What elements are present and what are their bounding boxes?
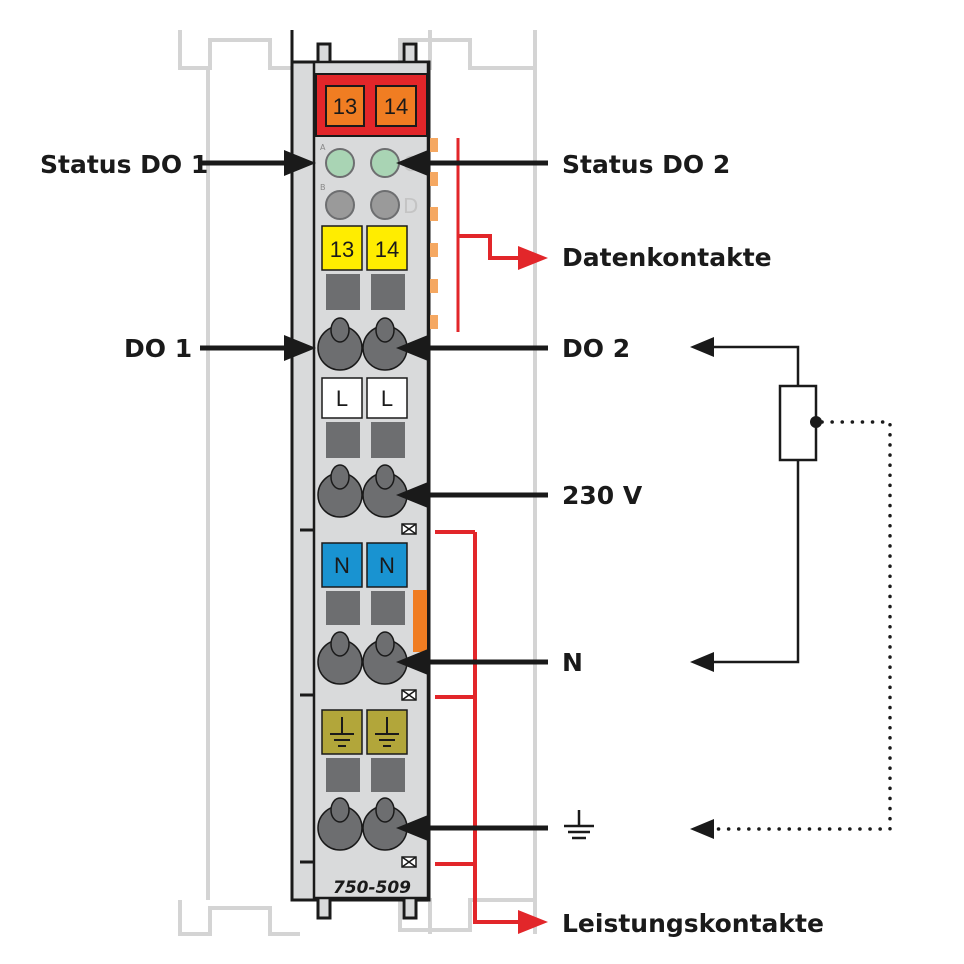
release-slot	[326, 422, 360, 458]
ground-icon	[564, 810, 594, 840]
label-status-do2: Status DO 2	[562, 150, 730, 179]
clamp-n2	[362, 631, 408, 685]
n-key-1	[321, 542, 363, 588]
label-status-do1: Status DO 1	[40, 150, 208, 179]
power-contact-blades	[401, 523, 417, 868]
load-circuit	[690, 337, 892, 839]
function-key-14	[366, 225, 408, 271]
clamp-n1	[317, 631, 363, 685]
terminal-module: 13 14 A B C D 13 14 L L	[290, 30, 431, 920]
n-key-1-label: N	[334, 553, 350, 578]
clamp-pe2	[362, 797, 408, 851]
release-slot	[371, 758, 405, 792]
clamp-do1	[317, 317, 363, 371]
clamp-pe1	[317, 797, 363, 851]
release-slot	[326, 591, 360, 625]
top-key-13	[325, 85, 365, 127]
clamp-l2	[362, 464, 408, 518]
status-led-do2	[370, 148, 400, 178]
release-slot	[371, 591, 405, 625]
l-key-2	[366, 377, 408, 419]
release-slot	[326, 274, 360, 310]
data-contacts	[430, 138, 438, 329]
model-number: 750-509	[333, 878, 411, 898]
function-key-13	[321, 225, 363, 271]
n-key-2-label: N	[379, 553, 395, 578]
l-key-1	[321, 377, 363, 419]
clamp-l1	[317, 464, 363, 518]
release-slot	[371, 422, 405, 458]
n-key-2	[366, 542, 408, 588]
orange-contact-strip	[413, 590, 427, 652]
label-leistungskontakte: Leistungskontakte	[562, 909, 824, 938]
led-d-letter: D	[403, 194, 418, 218]
led-b1	[325, 190, 355, 220]
clamp-do2	[362, 317, 408, 371]
label-do1: DO 1	[124, 334, 192, 363]
top-key-13-label: 13	[333, 94, 357, 119]
function-key-13-label: 13	[330, 237, 354, 262]
ground-icon	[330, 717, 354, 747]
label-n: N	[562, 648, 583, 677]
function-key-14-label: 14	[375, 237, 399, 262]
led-row-a-letter: A	[320, 143, 326, 152]
data-contacts-arrow	[458, 234, 520, 260]
power-contacts-bracket	[435, 530, 520, 924]
label-do2: DO 2	[562, 334, 630, 363]
label-datenkontakte: Datenkontakte	[562, 243, 772, 272]
pointer-arrows	[200, 150, 548, 841]
ground-icon	[375, 717, 399, 747]
led-row-b-letter: B	[320, 183, 326, 192]
label-230v: 230 V	[562, 481, 643, 510]
l-key-1-label: L	[336, 386, 348, 411]
top-key-14-label: 14	[384, 94, 408, 119]
release-slot	[326, 758, 360, 792]
status-led-do1	[325, 148, 355, 178]
top-key-14	[375, 85, 417, 127]
l-key-2-label: L	[381, 386, 393, 411]
led-b2	[370, 190, 400, 220]
release-slot	[371, 274, 405, 310]
